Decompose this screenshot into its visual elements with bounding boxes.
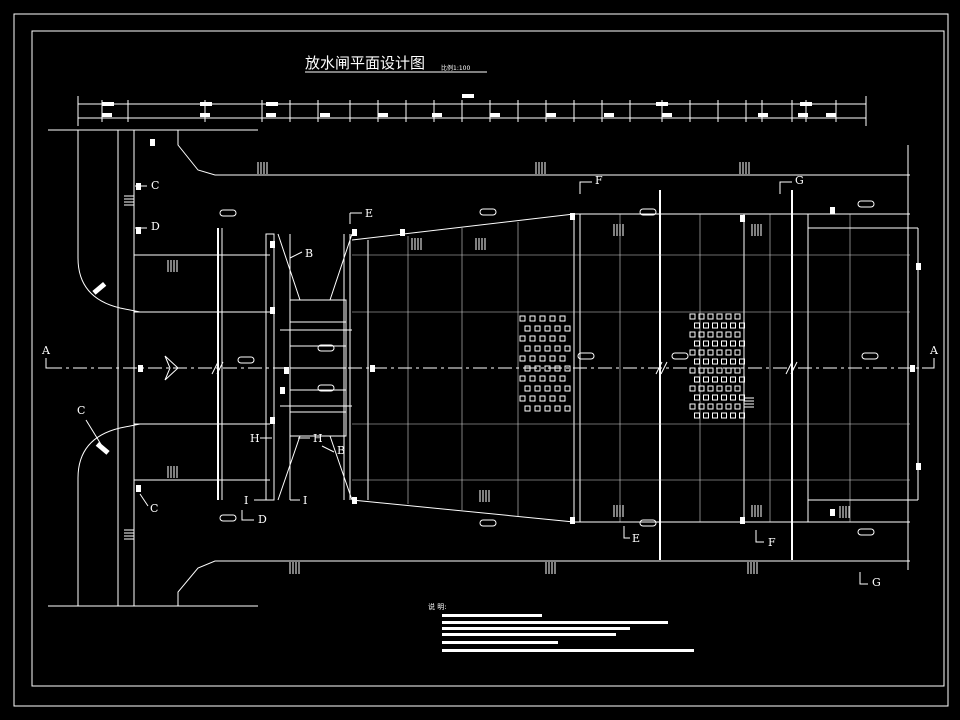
svg-text:G: G [872,576,881,589]
section-marker-b-bottom: B [321,444,345,457]
svg-text:H: H [313,432,323,445]
outer-frame [13,13,949,707]
annotation-marks [92,139,921,574]
section-marker-f-top: F [579,174,603,194]
dimension-chain [77,94,867,126]
inner-frame [31,30,945,687]
section-marker-i-left: I [244,494,266,507]
svg-text:F: F [768,536,776,549]
svg-text:C: C [151,179,159,192]
section-marker-g-top: G [779,174,804,194]
chamber-outline [134,228,353,501]
section-marker-e-bottom: E [623,526,640,545]
svg-text:G: G [795,174,804,187]
svg-text:A: A [41,344,51,357]
section-marker-e-top: E [349,207,373,224]
svg-text:说 明:: 说 明: [428,602,447,611]
svg-text:E: E [365,207,373,220]
svg-text:A: A [929,344,939,357]
svg-text:H: H [250,432,260,445]
section-marker-f-bottom: F [755,530,776,549]
dissipator-blocks-2 [689,313,745,419]
section-marker-h-right: H [298,432,323,445]
svg-text:I: I [303,494,307,507]
drawing-title: 放水闸平面设计图 [305,54,425,72]
section-marker-c-bottom: C [139,493,158,515]
svg-text:C: C [150,502,158,515]
svg-text:D: D [151,220,160,233]
section-marker-a-left: A [41,344,58,369]
svg-text:I: I [244,494,248,507]
section-marker-g-bottom: G [859,572,881,589]
svg-text:D: D [258,513,267,526]
svg-text:B: B [337,444,345,457]
flow-arrow-icon [164,355,179,381]
section-marker-h-left: H [250,432,272,445]
dissipator-blocks-1 [519,315,571,412]
section-marker-b-top: B [289,247,313,260]
break-marks [211,361,798,375]
scale-note: 比例1:100 [441,64,470,72]
section-marker-c-top: C [135,179,159,192]
section-marker-d-top: D [135,220,160,233]
section-marker-a-right: A [922,344,939,369]
section-marker-i-right: I [290,494,307,507]
svg-text:F: F [595,174,603,187]
svg-text:C: C [77,404,85,417]
svg-text:E: E [632,532,640,545]
section-marker-c-left: C [77,404,103,447]
svg-text:B: B [305,247,313,260]
notes-block: 说 明: [428,602,694,652]
section-marker-d-bottom: D [241,510,267,526]
